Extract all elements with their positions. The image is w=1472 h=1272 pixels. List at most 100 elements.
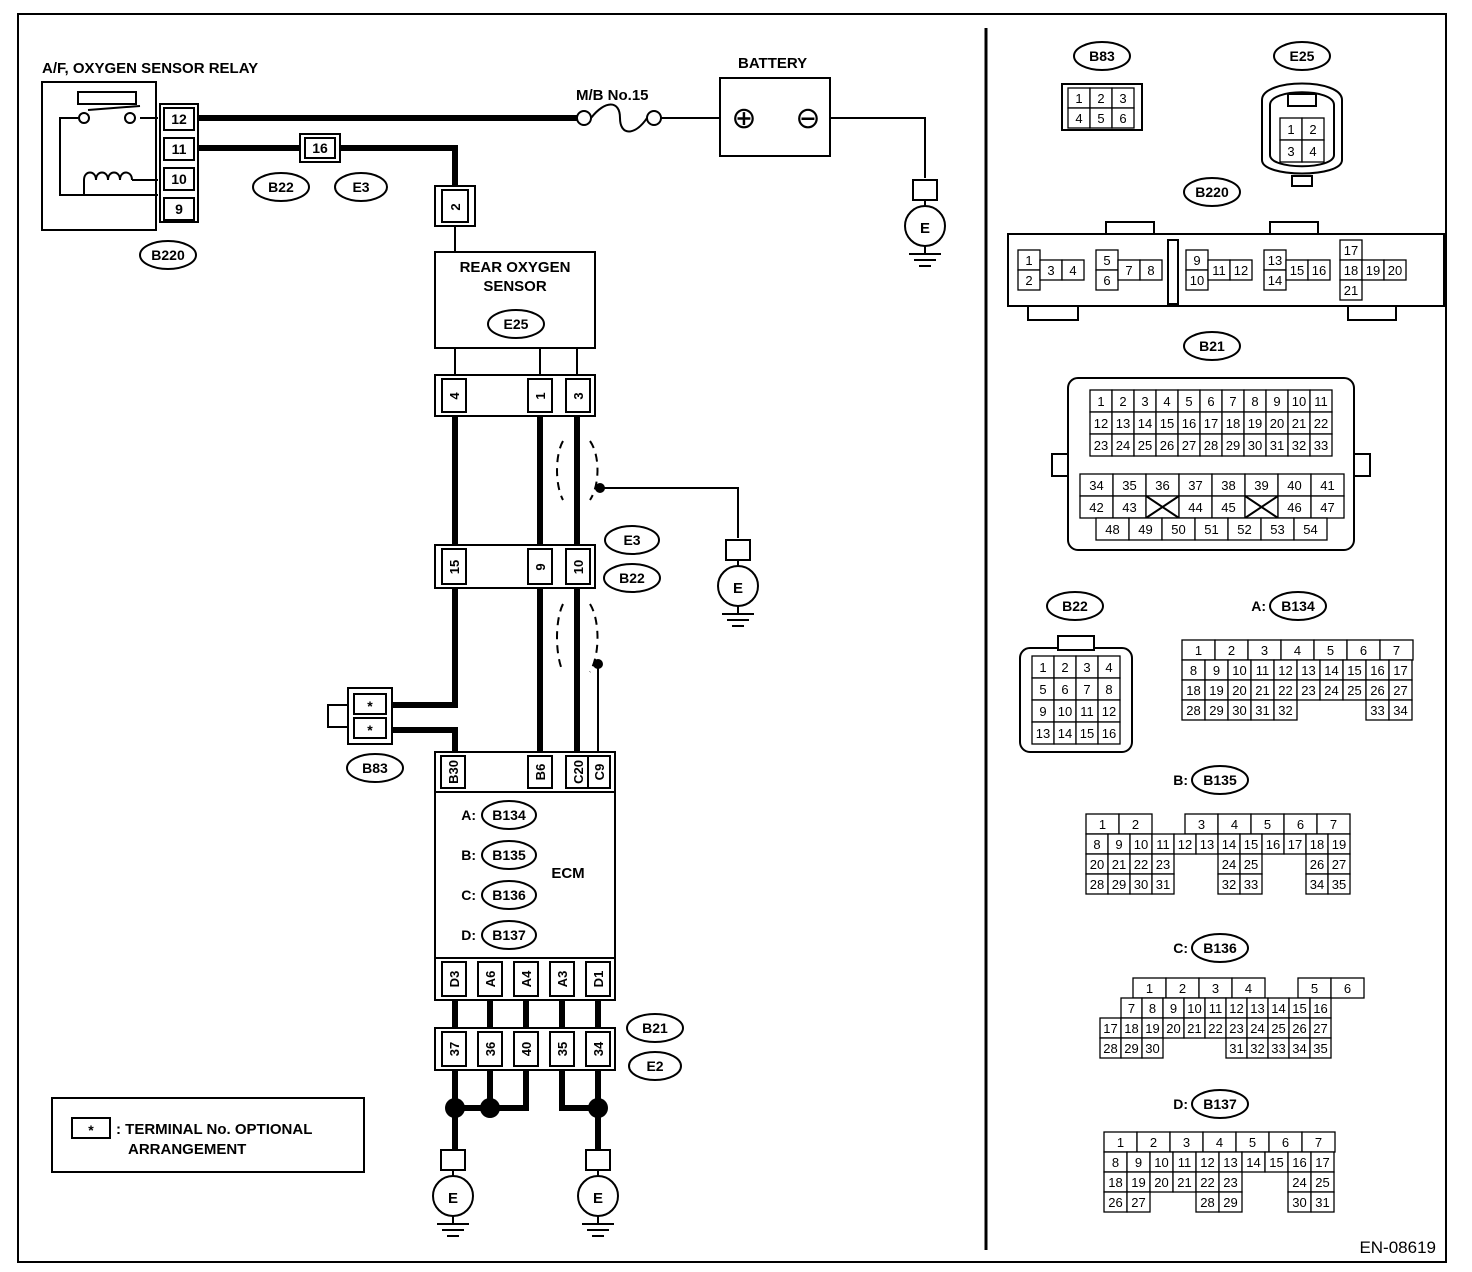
undefined-cell (1218, 1191, 1243, 1213)
sensor-title-1: REAR OXYGEN (460, 259, 571, 276)
undefined-pin: 11 (1209, 1001, 1223, 1016)
undefined-pin: 28 (1103, 1041, 1117, 1056)
conn-b22-label: B22 (268, 179, 294, 195)
view-b21-pin: 9 (1273, 394, 1280, 409)
undefined-cell (1141, 1037, 1164, 1059)
battery-minus: ⊖ (795, 102, 820, 135)
undefined-pin: 6 (1360, 643, 1367, 658)
view-b21-pin: 45 (1221, 500, 1235, 515)
undefined-pin: 12 (1178, 837, 1192, 852)
ecm-conn-prefix: D: (461, 927, 476, 943)
undefined-pin: 24 (1324, 683, 1338, 698)
view-b21-pin: 25 (1138, 438, 1152, 453)
ecm-conn-name: B136 (492, 887, 526, 903)
undefined-pin: 22 (1208, 1021, 1222, 1036)
view-b21-pin: 24 (1116, 438, 1130, 453)
view-b83-pin: 6 (1119, 111, 1126, 126)
ground-ecm-1: E (432, 1149, 474, 1237)
view-b220-cell (1339, 279, 1363, 301)
undefined-pin: 4 (1245, 981, 1252, 996)
view-b21-pin: 53 (1270, 522, 1284, 537)
view-b21-cell (1293, 517, 1328, 541)
ecm-top-pin: B6 (533, 764, 548, 781)
view-b220-cell (1139, 259, 1163, 281)
undefined-pin: 32 (1222, 877, 1236, 892)
view-b220-pin: 7 (1125, 263, 1132, 278)
ecm-conn-name: B134 (492, 807, 526, 823)
b83-pin: * (367, 722, 373, 738)
view-b22-pin: 12 (1102, 704, 1116, 719)
view-b22-pin: 4 (1105, 660, 1112, 675)
view-b21-pin: 35 (1122, 478, 1136, 493)
undefined-pin: 21 (1187, 1021, 1201, 1036)
undefined-pin: 28 (1200, 1195, 1214, 1210)
undefined-pin: 3 (1198, 817, 1205, 832)
ground-ecm-2: E (577, 1149, 619, 1237)
undefined-pin: 20 (1166, 1021, 1180, 1036)
view-b22-pin: 5 (1039, 682, 1046, 697)
undefined-cell (1309, 1037, 1332, 1059)
view-b21-pin: 22 (1314, 416, 1328, 431)
battery-box (719, 77, 831, 157)
undefined-pin: 12 (1229, 1001, 1243, 1016)
view-e25-pin: 2 (1309, 122, 1316, 137)
view-e25-pin: 1 (1287, 122, 1294, 137)
view-b21-cell (1309, 433, 1333, 457)
view-b21-pin: 47 (1320, 500, 1334, 515)
view-b22-pin: 9 (1039, 704, 1046, 719)
ecm-conn-name: B135 (492, 847, 526, 863)
undefined-pin: 21 (1255, 683, 1269, 698)
view-b21-label: B21 (1199, 338, 1225, 354)
undefined-pin: 14 (1271, 1001, 1285, 1016)
b21e2-pin: 36 (483, 1042, 498, 1056)
undefined-pin: 8 (1093, 837, 1100, 852)
undefined-pin: 14 (1324, 663, 1338, 678)
view-b220-pin: 1 (1025, 253, 1032, 268)
undefined-pin: 9 (1115, 837, 1122, 852)
undefined-pin: 9 (1135, 1155, 1142, 1170)
joint-pin: 15 (447, 560, 462, 574)
ecm-title: ECM (551, 865, 584, 882)
joint-pin: 9 (533, 563, 548, 570)
undefined-pin: 15 (1347, 663, 1361, 678)
view-b220-pin: 9 (1193, 253, 1200, 268)
view-b220-pin: 5 (1103, 253, 1110, 268)
undefined-pin: 14 (1222, 837, 1236, 852)
b21e2-pin: 35 (555, 1042, 570, 1056)
undefined-pin: 35 (1313, 1041, 1327, 1056)
view-b83-pin: 5 (1097, 111, 1104, 126)
view-b21-pin: 41 (1320, 478, 1334, 493)
view-b21-pin: 14 (1138, 416, 1152, 431)
undefined-label: B134 (1281, 598, 1315, 614)
undefined-pin: 1 (1195, 643, 1202, 658)
ecm-top-pin: C9 (592, 764, 607, 781)
undefined-pin: 20 (1232, 683, 1246, 698)
view-b21-pin: 48 (1105, 522, 1119, 537)
view-b220-pin: 18 (1344, 263, 1358, 278)
undefined-pin: 7 (1393, 643, 1400, 658)
view-b22-pin: 3 (1083, 660, 1090, 675)
undefined-pin: 13 (1223, 1155, 1237, 1170)
undefined-cell (1330, 977, 1365, 999)
undefined-pin: 6 (1344, 981, 1351, 996)
view-b220-pin: 2 (1025, 273, 1032, 288)
undefined-pin: 10 (1154, 1155, 1168, 1170)
view-b21-pin: 42 (1089, 500, 1103, 515)
view-b220-cell (1307, 259, 1331, 281)
undefined-pin: 23 (1301, 683, 1315, 698)
undefined-pin: 5 (1327, 643, 1334, 658)
relay-coil (59, 148, 158, 196)
relay-pin: 11 (172, 141, 187, 157)
undefined-pin: 14 (1246, 1155, 1260, 1170)
undefined-pin: 17 (1315, 1155, 1329, 1170)
undefined-pin: 4 (1294, 643, 1301, 658)
view-b220-pin: 17 (1344, 243, 1358, 258)
view-b21-pin: 11 (1314, 394, 1328, 409)
ecm-conn-name: B137 (492, 927, 526, 943)
ecm-bottom-pin: A6 (483, 971, 498, 988)
undefined-pin: 23 (1156, 857, 1170, 872)
undefined-pin: 2 (1132, 817, 1139, 832)
sensor-title-2: SENSOR (483, 278, 547, 295)
undefined-pin: 34 (1292, 1041, 1306, 1056)
undefined-pin: 1 (1146, 981, 1153, 996)
